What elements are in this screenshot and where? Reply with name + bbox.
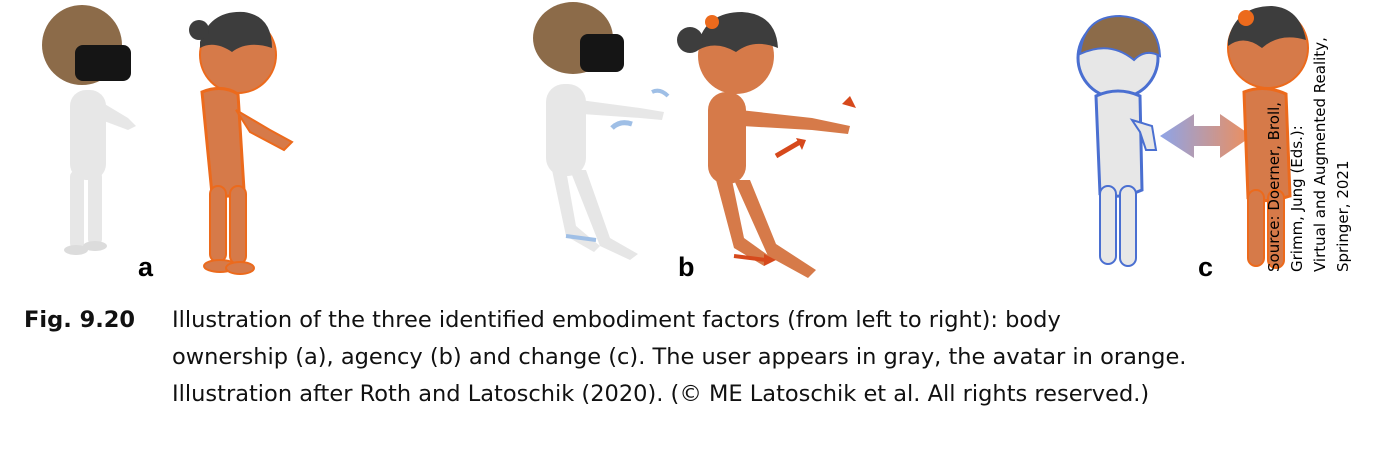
- panel-label-a: a: [138, 252, 154, 282]
- user-figure-a: [42, 5, 136, 255]
- caption-line: ownership (a), agency (b) and change (c)…: [172, 344, 1187, 370]
- user-figure-c: [1076, 14, 1162, 267]
- avatar-figure-b: [677, 12, 856, 278]
- panel-a: a: [42, 5, 294, 282]
- panel-c: c: [1076, 6, 1309, 282]
- figure-illustration: a b: [42, 2, 1309, 282]
- user-figure-b: [533, 2, 670, 260]
- caption-label: Fig. 9.20: [24, 307, 136, 333]
- panel-b: b: [533, 2, 856, 282]
- caption-text: Illustration of the three identified emb…: [172, 302, 1364, 413]
- figure-caption: Fig. 9.20 Illustration of the three iden…: [24, 302, 1364, 413]
- panel-label-b: b: [678, 252, 695, 282]
- avatar-figure-a: [189, 11, 294, 275]
- caption-line: Illustration after Roth and Latoschik (2…: [172, 381, 1150, 407]
- swap-arrow: [1160, 114, 1252, 158]
- avatar-figure-c: [1227, 6, 1309, 269]
- panel-label-c: c: [1198, 252, 1213, 282]
- source-note: Source: Doerner, Broll, Grimm, Jung (Eds…: [1265, 37, 1352, 272]
- caption-line: Illustration of the three identified emb…: [172, 307, 1061, 333]
